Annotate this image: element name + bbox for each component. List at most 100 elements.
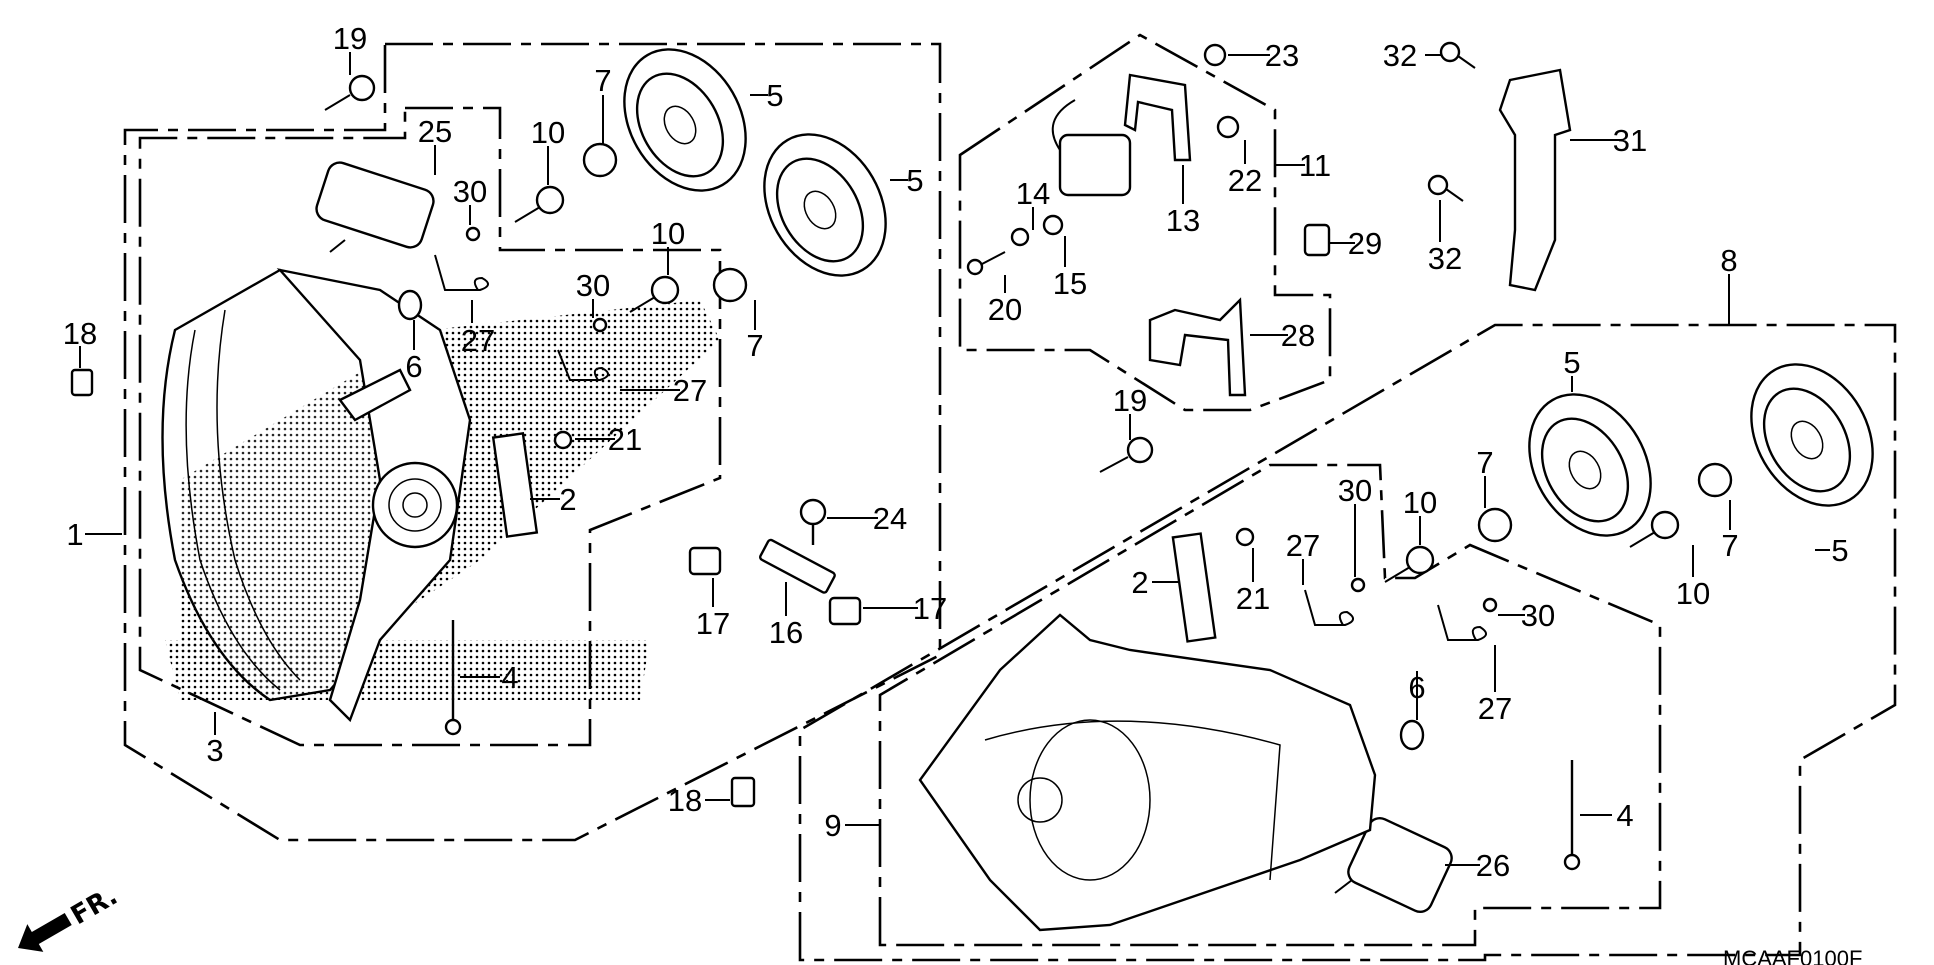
- callout-19[interactable]: 19: [333, 21, 367, 56]
- callout-9[interactable]: 9: [824, 808, 841, 843]
- clip-18a[interactable]: [70, 368, 94, 397]
- callout-5[interactable]: 5: [906, 163, 923, 198]
- callout-2[interactable]: 2: [1131, 565, 1148, 600]
- callout-3[interactable]: 3: [206, 733, 223, 768]
- screw-21a[interactable]: [553, 430, 573, 450]
- callout-6[interactable]: 6: [405, 349, 422, 384]
- callout-20[interactable]: 20: [988, 292, 1022, 327]
- bracket-2a[interactable]: [491, 432, 539, 538]
- right-headlight-assembly[interactable]: [918, 613, 1377, 932]
- dust-cover-5a[interactable]: [600, 28, 770, 213]
- dust-cover-5d[interactable]: [1727, 343, 1897, 528]
- screw-21b[interactable]: [1235, 527, 1255, 547]
- callout-31[interactable]: 31: [1613, 123, 1647, 158]
- callout-16[interactable]: 16: [769, 615, 803, 650]
- callout-10[interactable]: 10: [651, 216, 685, 251]
- bracket-2b[interactable]: [1171, 532, 1217, 643]
- callout-18[interactable]: 18: [668, 783, 702, 818]
- bulb-10b[interactable]: [629, 275, 680, 313]
- socket-7a[interactable]: [582, 142, 618, 178]
- callout-30[interactable]: 30: [576, 268, 610, 303]
- screw-32b[interactable]: [1427, 174, 1464, 202]
- bulb-10d[interactable]: [1629, 510, 1680, 548]
- callout-5[interactable]: 5: [1563, 345, 1580, 380]
- bolt-4b[interactable]: [1563, 760, 1581, 871]
- callout-23[interactable]: 23: [1265, 38, 1299, 73]
- left-headlight-housing[interactable]: [276, 268, 472, 723]
- screw-32a[interactable]: [1439, 41, 1476, 69]
- callout-30[interactable]: 30: [1338, 473, 1372, 508]
- callout-17[interactable]: 17: [913, 591, 947, 626]
- callout-8[interactable]: 8: [1720, 243, 1737, 278]
- spring-27b[interactable]: [557, 349, 609, 381]
- callout-22[interactable]: 22: [1228, 163, 1262, 198]
- callout-18[interactable]: 18: [63, 316, 97, 351]
- callout-4[interactable]: 4: [501, 660, 518, 695]
- callout-32[interactable]: 32: [1428, 241, 1462, 276]
- callout-21[interactable]: 21: [1236, 581, 1270, 616]
- callout-28[interactable]: 28: [1281, 318, 1315, 353]
- callout-17[interactable]: 17: [696, 606, 730, 641]
- bolt-4a[interactable]: [444, 620, 462, 736]
- left-headlight-lens[interactable]: [161, 268, 422, 702]
- stay-31[interactable]: [1498, 68, 1572, 292]
- clip-18b[interactable]: [730, 776, 756, 808]
- callout-10[interactable]: 10: [1676, 576, 1710, 611]
- socket-7d[interactable]: [1697, 462, 1733, 498]
- dust-cover-5c[interactable]: [1505, 373, 1675, 558]
- collar-6b[interactable]: [1399, 719, 1425, 751]
- bolt-20[interactable]: [966, 251, 1006, 276]
- callout-14[interactable]: 14: [1016, 176, 1050, 211]
- callout-2[interactable]: 2: [559, 482, 576, 517]
- callout-7[interactable]: 7: [746, 328, 763, 363]
- plate-16[interactable]: [759, 538, 836, 594]
- callout-27[interactable]: 27: [673, 373, 707, 408]
- callout-27[interactable]: 27: [1478, 691, 1512, 726]
- callout-15[interactable]: 15: [1053, 266, 1087, 301]
- callout-11[interactable]: 11: [1299, 148, 1331, 183]
- callout-19[interactable]: 19: [1113, 383, 1147, 418]
- clip-29[interactable]: [1303, 223, 1331, 257]
- spring-27c[interactable]: [1304, 589, 1354, 626]
- screw-30d[interactable]: [1482, 597, 1498, 613]
- bolt-19-right[interactable]: [1099, 436, 1154, 473]
- grommet-22[interactable]: [1216, 115, 1240, 139]
- callout-7[interactable]: 7: [594, 63, 611, 98]
- right-headlight-housing[interactable]: [918, 613, 1377, 932]
- socket-7c[interactable]: [1477, 507, 1513, 543]
- spring-27d[interactable]: [1437, 604, 1487, 641]
- callout-27[interactable]: 27: [461, 323, 495, 358]
- spring-27a[interactable]: [434, 254, 489, 291]
- callout-10[interactable]: 10: [1403, 485, 1437, 520]
- screw-30a[interactable]: [465, 226, 481, 242]
- socket-7b[interactable]: [712, 267, 748, 303]
- dust-cover-5b[interactable]: [740, 113, 910, 298]
- screw-30c[interactable]: [1350, 577, 1366, 593]
- callout-30[interactable]: 30: [453, 174, 487, 209]
- collar-6a[interactable]: [397, 289, 423, 321]
- callout-5[interactable]: 5: [766, 78, 783, 113]
- callout-32[interactable]: 32: [1383, 38, 1417, 73]
- bracket-28[interactable]: [1148, 297, 1247, 397]
- leveling-actuator-26[interactable]: [1334, 814, 1456, 915]
- callout-29[interactable]: 29: [1348, 226, 1382, 261]
- bracket-13[interactable]: [1123, 73, 1192, 162]
- callout-25[interactable]: 25: [418, 114, 452, 149]
- bulb-10c[interactable]: [1384, 545, 1435, 583]
- callout-27[interactable]: 27: [1286, 528, 1320, 563]
- screw-30b[interactable]: [592, 317, 608, 333]
- bolt-24[interactable]: [799, 498, 827, 545]
- callout-4[interactable]: 4: [1616, 798, 1633, 833]
- callout-30[interactable]: 30: [1521, 598, 1555, 633]
- collar-14[interactable]: [1010, 227, 1030, 247]
- callout-10[interactable]: 10: [531, 115, 565, 150]
- bulb-10a[interactable]: [514, 185, 565, 223]
- grommet-15[interactable]: [1042, 214, 1064, 236]
- callout-26[interactable]: 26: [1476, 848, 1510, 883]
- callout-21[interactable]: 21: [608, 422, 642, 457]
- nut-17a[interactable]: [688, 546, 722, 576]
- callout-24[interactable]: 24: [873, 501, 907, 536]
- callout-13[interactable]: 13: [1166, 203, 1200, 238]
- relay-unit-11[interactable]: [1051, 99, 1132, 197]
- callout-7[interactable]: 7: [1721, 528, 1738, 563]
